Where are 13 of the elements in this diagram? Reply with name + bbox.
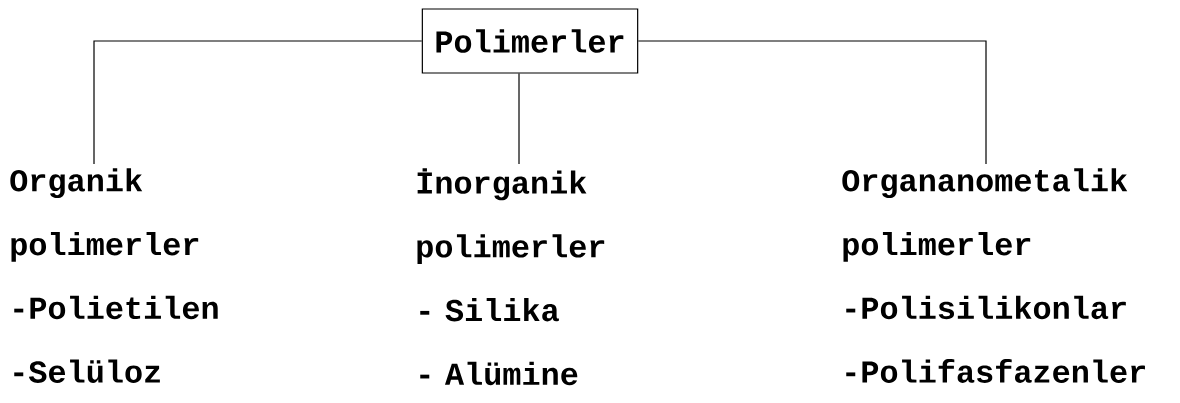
category-text: İnorganik polimerler [417, 168, 605, 264]
category-text: -Polisilikonlar [846, 295, 1126, 320]
category-text: - Alümine [420, 361, 578, 386]
connector-line [518, 73, 520, 165]
root-box: Polimerler [421, 8, 639, 74]
category-text: -Polifasfazenler [846, 359, 1145, 383]
category-text: Organik polimerler [10, 168, 199, 262]
category-text: Organanometalik polimerler [842, 168, 1128, 262]
connector-line [93, 40, 423, 165]
connector-line [637, 40, 987, 165]
category-text: -Polietilen [14, 295, 218, 320]
category-text: -Selüloz [14, 359, 160, 383]
category-text: - Silika [420, 298, 559, 322]
